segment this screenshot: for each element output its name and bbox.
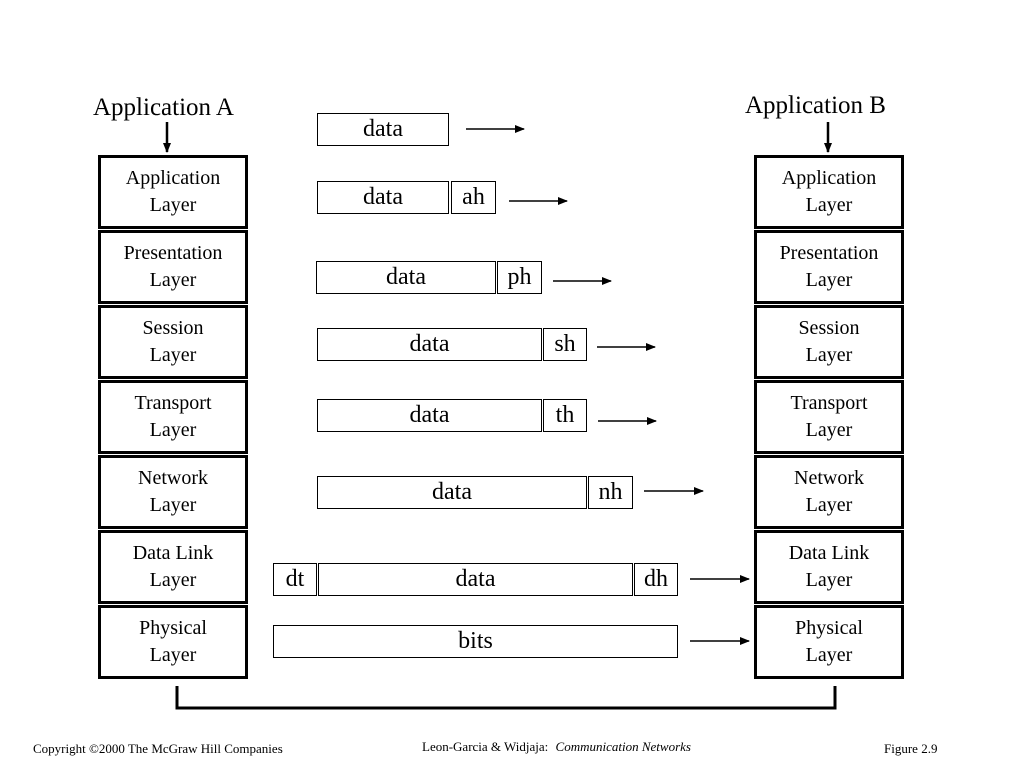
figure-number: Figure 2.9 xyxy=(884,741,938,756)
pdu-transport-data: data xyxy=(317,328,542,361)
data-link-header: dh xyxy=(634,563,678,596)
layer-label: Application Layer xyxy=(125,167,221,216)
pdu-application-data: data xyxy=(317,113,449,146)
left-presentation-layer: Presentation Layer xyxy=(98,230,248,304)
citation-authors: Leon-Garcia & Widjaja: xyxy=(422,739,549,754)
right-physical-layer: Physical Layer xyxy=(754,605,904,679)
pdu-session-data: data xyxy=(316,261,496,294)
left-physical-layer: Physical Layer xyxy=(98,605,248,679)
layer-label: Application Layer xyxy=(781,167,877,216)
layer-label: Session Layer xyxy=(798,317,860,366)
pdu-network-data: data xyxy=(317,399,542,432)
right-presentation-layer: Presentation Layer xyxy=(754,230,904,304)
layer-label: Data Link Layer xyxy=(788,542,870,591)
layer-label: Data Link Layer xyxy=(132,542,214,591)
session-header: sh xyxy=(543,328,587,361)
right-network-layer: Network Layer xyxy=(754,455,904,529)
pdu-physical-bits: bits xyxy=(273,625,678,658)
physical-medium-line xyxy=(175,686,837,710)
transport-header: th xyxy=(543,399,587,432)
left-network-layer: Network Layer xyxy=(98,455,248,529)
right-data-link-layer: Data Link Layer xyxy=(754,530,904,604)
right-application-layer: Application Layer xyxy=(754,155,904,229)
application-header: ah xyxy=(451,181,496,214)
layer-label: Physical Layer xyxy=(139,617,207,666)
data-link-trailer: dt xyxy=(273,563,317,596)
left-session-layer: Session Layer xyxy=(98,305,248,379)
left-application-layer: Application Layer xyxy=(98,155,248,229)
application-a-title: Application A xyxy=(93,94,234,121)
presentation-header: ph xyxy=(497,261,542,294)
layer-label: Presentation Layer xyxy=(779,242,879,291)
layer-label: Transport Layer xyxy=(790,392,868,441)
right-session-layer: Session Layer xyxy=(754,305,904,379)
copyright-text: Copyright ©2000 The McGraw Hill Companie… xyxy=(33,741,283,756)
network-header: nh xyxy=(588,476,633,509)
citation-book: Communication Networks xyxy=(555,739,691,754)
layer-label: Network Layer xyxy=(138,467,208,516)
left-transport-layer: Transport Layer xyxy=(98,380,248,454)
layer-label: Network Layer xyxy=(794,467,864,516)
pdu-presentation-data: data xyxy=(317,181,449,214)
pdu-frame-data: data xyxy=(318,563,633,596)
layer-label: Transport Layer xyxy=(134,392,212,441)
left-data-link-layer: Data Link Layer xyxy=(98,530,248,604)
layer-label: Session Layer xyxy=(142,317,204,366)
citation: Leon-Garcia & Widjaja: Communication Net… xyxy=(422,739,691,755)
layer-label: Presentation Layer xyxy=(123,242,223,291)
pdu-data-link-data: data xyxy=(317,476,587,509)
right-transport-layer: Transport Layer xyxy=(754,380,904,454)
layer-label: Physical Layer xyxy=(795,617,863,666)
application-b-title: Application B xyxy=(745,92,886,119)
